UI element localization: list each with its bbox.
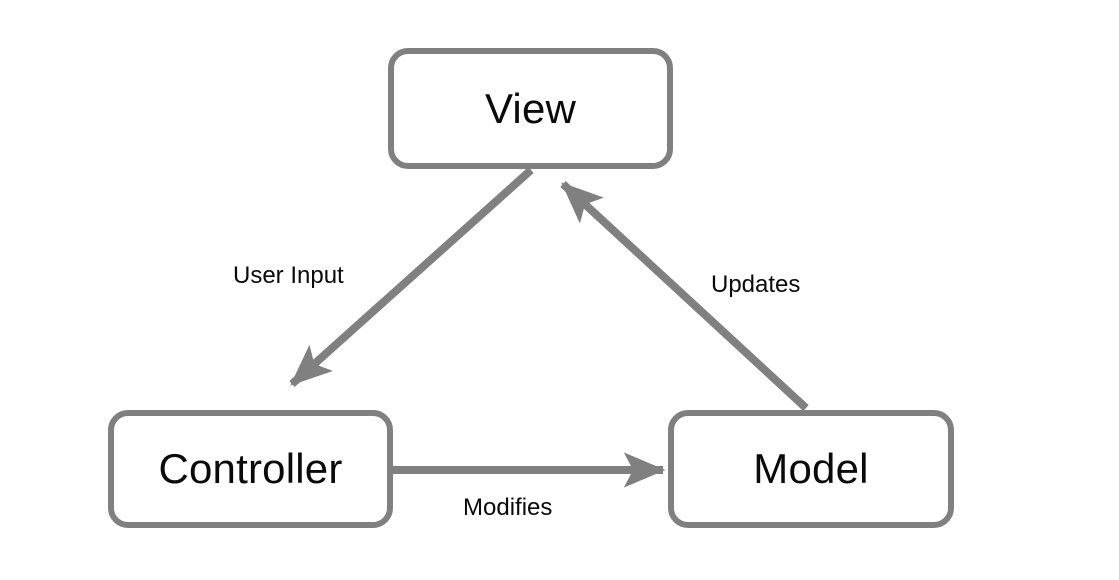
node-view[interactable]: View: [388, 48, 673, 169]
node-controller[interactable]: Controller: [108, 410, 393, 528]
edge-label-updates: Updates: [711, 271, 801, 298]
edge-label-user-input: User Input: [233, 262, 344, 289]
node-model-label: Model: [753, 445, 869, 492]
node-controller-label: Controller: [158, 445, 343, 492]
connector-view-to-controller: [289, 167, 534, 387]
node-model[interactable]: Model: [668, 410, 954, 528]
connector-model-to-view: [560, 181, 809, 411]
edge-label-modifies: Modifies: [463, 494, 553, 521]
node-view-label: View: [484, 84, 577, 132]
